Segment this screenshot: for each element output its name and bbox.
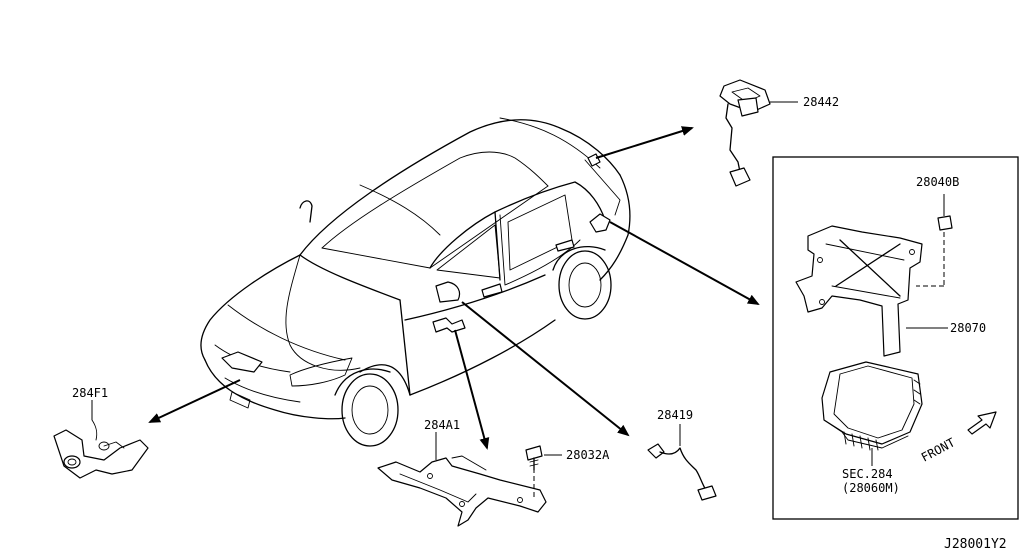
pointer-arrows	[148, 126, 760, 450]
section-sub-label: (28060M)	[842, 481, 900, 495]
front-label: FRONT	[919, 435, 957, 464]
vehicle-illustration	[200, 117, 631, 447]
part-28070: 28070	[795, 225, 986, 357]
part-number-284A1: 284A1	[424, 418, 460, 432]
part-number-28442: 28442	[803, 95, 839, 109]
part-284F1: 284F1	[53, 386, 149, 479]
arrow-icon	[595, 126, 694, 159]
arrow-icon	[461, 301, 630, 437]
part-28040B: 28040B	[916, 175, 959, 287]
part-number-284F1: 284F1	[72, 386, 108, 400]
arrow-icon	[148, 379, 241, 423]
arrow-icon	[609, 221, 760, 305]
part-284A1: 284A1	[377, 418, 547, 527]
control-unit: SEC.284 (28060M)	[821, 361, 923, 495]
front-indicator: FRONT	[919, 411, 997, 465]
part-number-28032A: 28032A	[566, 448, 610, 462]
part-number-28070: 28070	[950, 321, 986, 335]
drawing-id: J28001Y2	[944, 537, 1007, 552]
front-arrow-icon	[967, 411, 997, 435]
detail-box: 28040B 28070 SEC.284 (28060M)	[772, 156, 1019, 520]
section-label: SEC.284	[842, 467, 893, 481]
part-28419: 28419	[647, 408, 717, 501]
part-number-28040B: 28040B	[916, 175, 959, 189]
part-number-28419: 28419	[657, 408, 693, 422]
arrow-icon	[454, 329, 490, 450]
part-28442: 28442	[719, 79, 839, 187]
part-28032A: 28032A	[525, 445, 610, 471]
